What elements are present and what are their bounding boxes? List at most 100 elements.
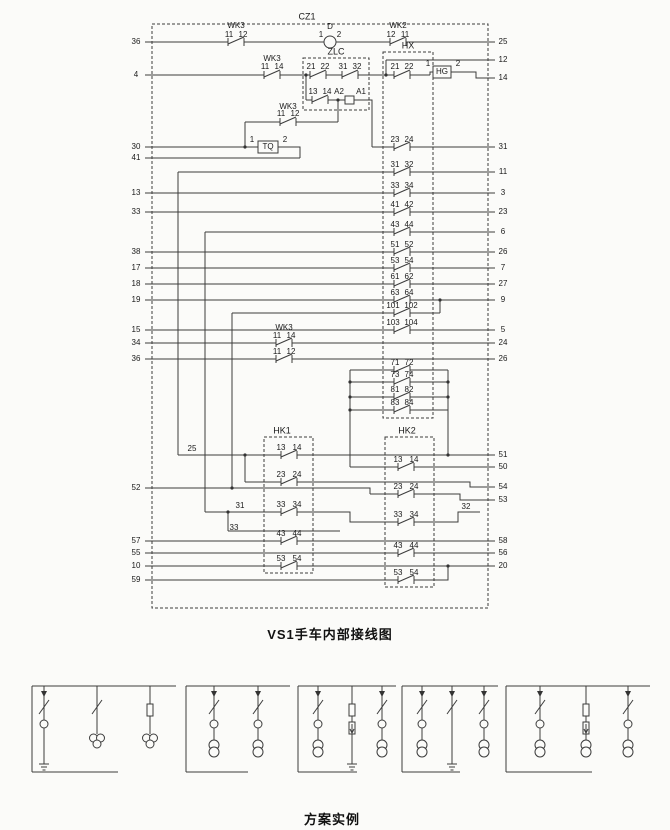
arrow-icon xyxy=(315,691,321,697)
contact-switch-icon xyxy=(389,262,415,273)
ct-icon xyxy=(209,719,219,729)
cap-icon xyxy=(582,721,590,735)
pt-icon xyxy=(89,733,105,749)
contact-switch-icon xyxy=(305,69,331,80)
junction-dot xyxy=(446,395,450,399)
winding-icon xyxy=(622,739,634,758)
hk1-box xyxy=(263,436,314,574)
d-component-circle xyxy=(323,35,337,49)
contact-switch-icon xyxy=(389,376,415,387)
junction-dot xyxy=(304,73,308,77)
junction-dot xyxy=(226,510,230,514)
ct-icon xyxy=(39,719,49,729)
contact-switch-icon xyxy=(271,337,297,348)
ground-icon xyxy=(446,757,458,771)
pt-icon xyxy=(142,733,158,749)
contact-switch-icon xyxy=(389,187,415,198)
ct-icon xyxy=(313,719,323,729)
contact-switch-icon xyxy=(389,324,415,335)
ct-icon xyxy=(479,719,489,729)
junction-dot xyxy=(348,408,352,412)
contact-switch-icon xyxy=(259,69,285,80)
junction-dot xyxy=(438,298,442,302)
contact-switch-icon xyxy=(389,166,415,177)
contact-switch-icon xyxy=(276,506,302,517)
arrow-icon xyxy=(211,691,217,697)
junction-dot xyxy=(348,395,352,399)
arrow-icon xyxy=(379,691,385,697)
contact-switch-icon xyxy=(275,116,301,127)
contact-switch-icon xyxy=(223,36,249,47)
winding-icon xyxy=(252,739,264,758)
panel-frame xyxy=(297,685,396,773)
contact-switch-icon xyxy=(389,141,415,152)
winding-icon xyxy=(580,739,592,758)
junction-dot xyxy=(446,564,450,568)
arrow-icon xyxy=(41,691,47,697)
contact-switch-icon xyxy=(389,226,415,237)
tq-coil-box xyxy=(257,140,279,154)
ground-icon xyxy=(38,757,50,771)
arrow-icon xyxy=(537,691,543,697)
panel-frame xyxy=(401,685,498,773)
contact-switch-icon xyxy=(307,94,333,105)
fuse-icon xyxy=(146,703,154,717)
relay-a-box xyxy=(344,95,355,105)
winding-icon xyxy=(376,739,388,758)
contact-switch-icon xyxy=(393,574,419,585)
cz1-box xyxy=(151,23,489,609)
zlc-box xyxy=(302,57,370,111)
ground-icon xyxy=(346,757,358,771)
contact-switch-icon xyxy=(389,246,415,257)
panel-frame xyxy=(31,685,176,773)
junction-dot xyxy=(348,380,352,384)
junction-dot xyxy=(230,486,234,490)
arrow-icon xyxy=(255,691,261,697)
fuse-icon xyxy=(582,703,590,717)
arrow-icon xyxy=(625,691,631,697)
winding-icon xyxy=(478,739,490,758)
contact-switch-icon xyxy=(337,69,363,80)
arrow-icon xyxy=(419,691,425,697)
contact-switch-icon xyxy=(389,206,415,217)
ct-icon xyxy=(253,719,263,729)
contact-switch-icon xyxy=(389,391,415,402)
contact-switch-icon xyxy=(393,488,419,499)
contact-switch-icon xyxy=(271,353,297,364)
diagram-title: VS1手车内部接线图 xyxy=(267,627,393,642)
junction-dot xyxy=(384,73,388,77)
winding-icon xyxy=(312,739,324,758)
ct-icon xyxy=(377,719,387,729)
arrow-icon xyxy=(481,691,487,697)
panel-frame xyxy=(505,685,650,773)
cap-icon xyxy=(348,721,356,735)
hx-box xyxy=(382,51,434,419)
contact-switch-icon xyxy=(276,449,302,460)
ct-icon xyxy=(535,719,545,729)
junction-dot xyxy=(243,453,247,457)
winding-icon xyxy=(534,739,546,758)
contact-switch-icon xyxy=(389,69,415,80)
bottom-title: 方案实例 xyxy=(303,812,361,827)
junction-dot xyxy=(336,98,340,102)
contact-switch-icon xyxy=(385,36,411,47)
contact-switch-icon xyxy=(276,560,302,571)
contact-switch-icon xyxy=(389,278,415,289)
contact-switch-icon xyxy=(393,461,419,472)
hk2-box xyxy=(384,436,435,588)
contact-switch-icon xyxy=(389,294,415,305)
contact-switch-icon xyxy=(389,364,415,375)
ct-icon xyxy=(623,719,633,729)
contact-switch-icon xyxy=(389,307,415,318)
winding-icon xyxy=(416,739,428,758)
ct-icon xyxy=(417,719,427,729)
contact-switch-icon xyxy=(276,535,302,546)
junction-dot xyxy=(446,380,450,384)
arrow-icon xyxy=(449,691,455,697)
panel-frame xyxy=(185,685,290,773)
contact-switch-icon xyxy=(389,404,415,415)
winding-icon xyxy=(208,739,220,758)
junction-dot xyxy=(243,145,247,149)
